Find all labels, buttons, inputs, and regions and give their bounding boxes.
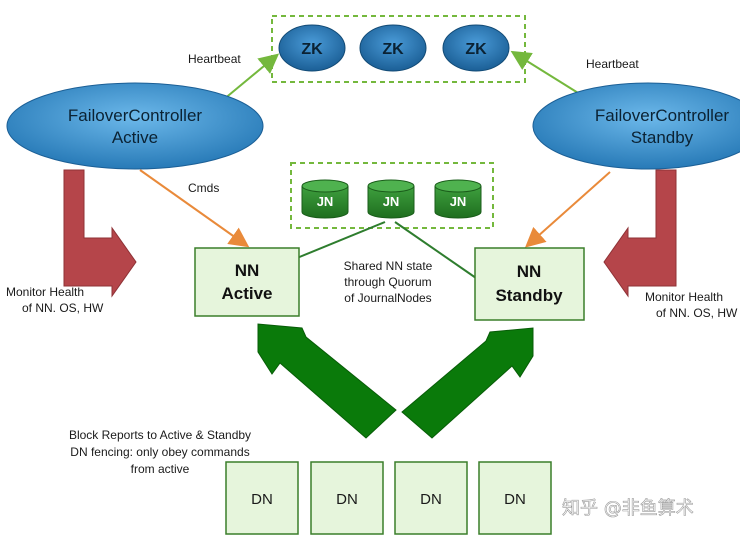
cmds-label: Cmds [188, 181, 219, 195]
monitor-left-line-2: of NN. OS, HW [22, 301, 104, 315]
block-report-arrow-standby [401, 327, 534, 439]
heartbeat-left-line [222, 53, 280, 101]
fc-standby-line2: Standby [631, 128, 694, 147]
dn-node-2: DN [310, 461, 384, 535]
jn-node-1-label: JN [317, 194, 334, 209]
shared-state-line-active [296, 221, 386, 259]
zk-group-box [271, 15, 526, 83]
zk-node-1: ZK [278, 24, 346, 72]
monitor-right-line-1: Monitor Health [645, 290, 723, 304]
heartbeat-right-label: Heartbeat [586, 57, 639, 71]
cmds-standby-line [525, 171, 611, 248]
jn-node-3-label: JN [450, 194, 467, 209]
nn-standby-line2: Standby [495, 286, 563, 305]
dn-node-3: DN [394, 461, 468, 535]
heartbeat-right-line [510, 50, 584, 97]
watermark: 知乎 @非鱼算术 [562, 498, 694, 519]
fc-active-line1: FailoverController [68, 106, 202, 125]
heartbeat-left-label: Heartbeat [188, 52, 241, 66]
shared-state-label: Shared NN state through Quorum of Journa… [344, 259, 433, 305]
dn-node-3-label: DN [420, 491, 442, 508]
failover-controller-standby: FailoverController Standby [532, 82, 740, 170]
nn-active-line1: NN [235, 261, 260, 280]
dn-node-1: DN [225, 461, 299, 535]
zk-node-2-label: ZK [382, 41, 404, 58]
monitor-right-line-2: of NN. OS, HW [656, 306, 738, 320]
zk-node-2: ZK [359, 24, 427, 72]
nn-standby-line1: NN [517, 262, 542, 281]
dn-node-4: DN [478, 461, 552, 535]
nn-standby-box: NN Standby [474, 247, 585, 321]
dn-node-2-label: DN [336, 491, 358, 508]
monitor-health-right-arrow [603, 169, 677, 298]
zk-node-3-label: ZK [465, 41, 487, 58]
jn-group-box [290, 162, 494, 229]
cmds-active-line [139, 169, 250, 248]
shared-state-line-standby [394, 221, 477, 279]
monitor-health-left-arrow [63, 169, 137, 298]
jn-node-2-label: JN [383, 194, 400, 209]
jn-node-3: JN [434, 179, 482, 219]
shared-state-line-1: Shared NN state [344, 259, 433, 273]
shared-state-line-3: of JournalNodes [344, 291, 431, 305]
nn-active-box: NN Active [194, 247, 300, 317]
fc-active-line2: Active [112, 128, 158, 147]
fc-standby-line1: FailoverController [595, 106, 729, 125]
block-reports-label: Block Reports to Active & Standby DN fen… [69, 428, 251, 476]
failover-controller-active: FailoverController Active [6, 82, 264, 170]
jn-node-1: JN [301, 179, 349, 219]
block-report-arrow-active [257, 323, 397, 439]
shared-state-line-2: through Quorum [344, 275, 431, 289]
monitor-left-line-1: Monitor Health [6, 285, 84, 299]
zk-node-3: ZK [442, 24, 510, 72]
nn-active-line2: Active [221, 284, 272, 303]
block-reports-line-2: DN fencing: only obey commands [70, 445, 249, 459]
dn-node-4-label: DN [504, 491, 526, 508]
zk-node-1-label: ZK [301, 41, 323, 58]
block-reports-line-1: Block Reports to Active & Standby [69, 428, 251, 442]
block-reports-line-3: from active [131, 462, 190, 476]
jn-node-2: JN [367, 179, 415, 219]
dn-node-1-label: DN [251, 491, 273, 508]
